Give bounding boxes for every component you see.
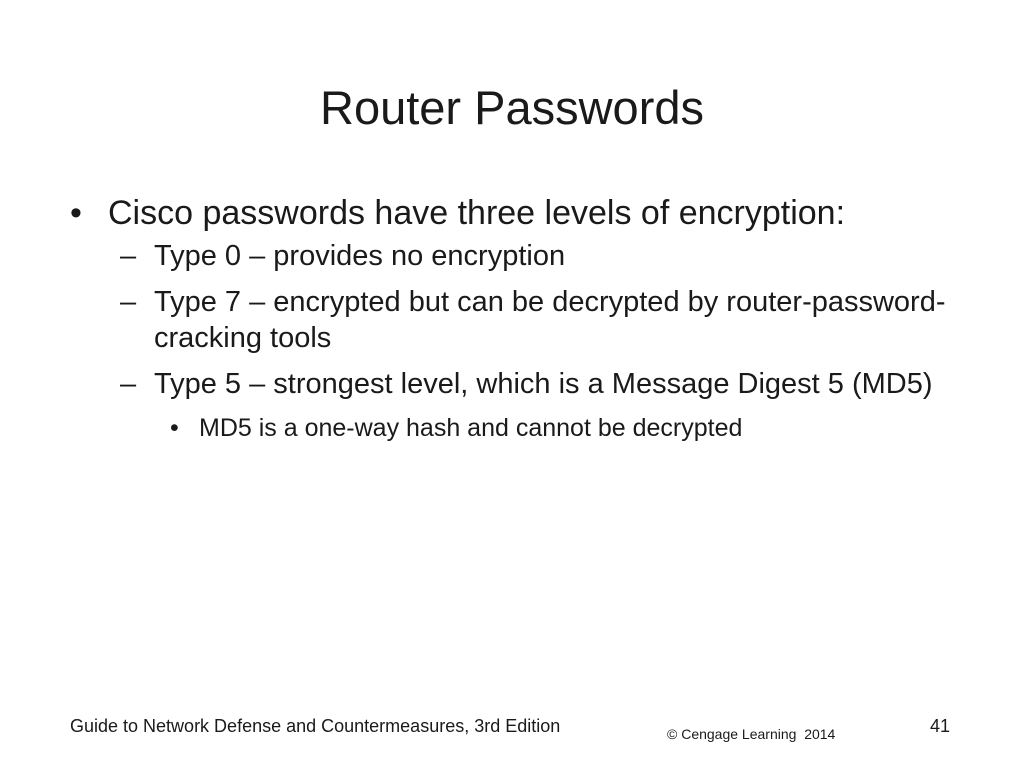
bullet-text: Type 5 – strongest level, which is a Mes… [154,368,933,400]
page-number: 41 [930,716,951,736]
slide-title: Router Passwords [320,81,704,134]
bullet-item-level2: – Type 5 – strongest level, which is a M… [70,366,1024,402]
bullet-item-level1: • Cisco passwords have three levels of e… [70,192,990,234]
bullet-item-level3: • MD5 is a one-way hash and cannot be de… [70,412,990,444]
bullet-text: Type 7 – encrypted but can be decrypted … [154,286,946,354]
bullet-text: Cisco passwords have three levels of enc… [108,194,846,232]
dash-icon: – [120,286,137,318]
bullet-item-level2: – Type 0 – provides no encryption [70,238,990,274]
dash-icon: – [120,368,137,400]
bullet-item-level2: – Type 7 – encrypted but can be decrypte… [70,284,954,356]
bullet-dot-icon: • [170,414,179,442]
footer-copyright: © Cengage Learning 2014 [667,726,836,742]
footer-book-title: Guide to Network Defense and Countermeas… [70,716,561,736]
bullet-text: MD5 is a one-way hash and cannot be decr… [199,414,743,442]
bullet-text: Type 0 – provides no encryption [154,240,566,272]
dash-icon: – [120,240,137,272]
bullet-dot-icon: • [70,194,82,232]
slide-content: • Cisco passwords have three levels of e… [70,192,990,452]
